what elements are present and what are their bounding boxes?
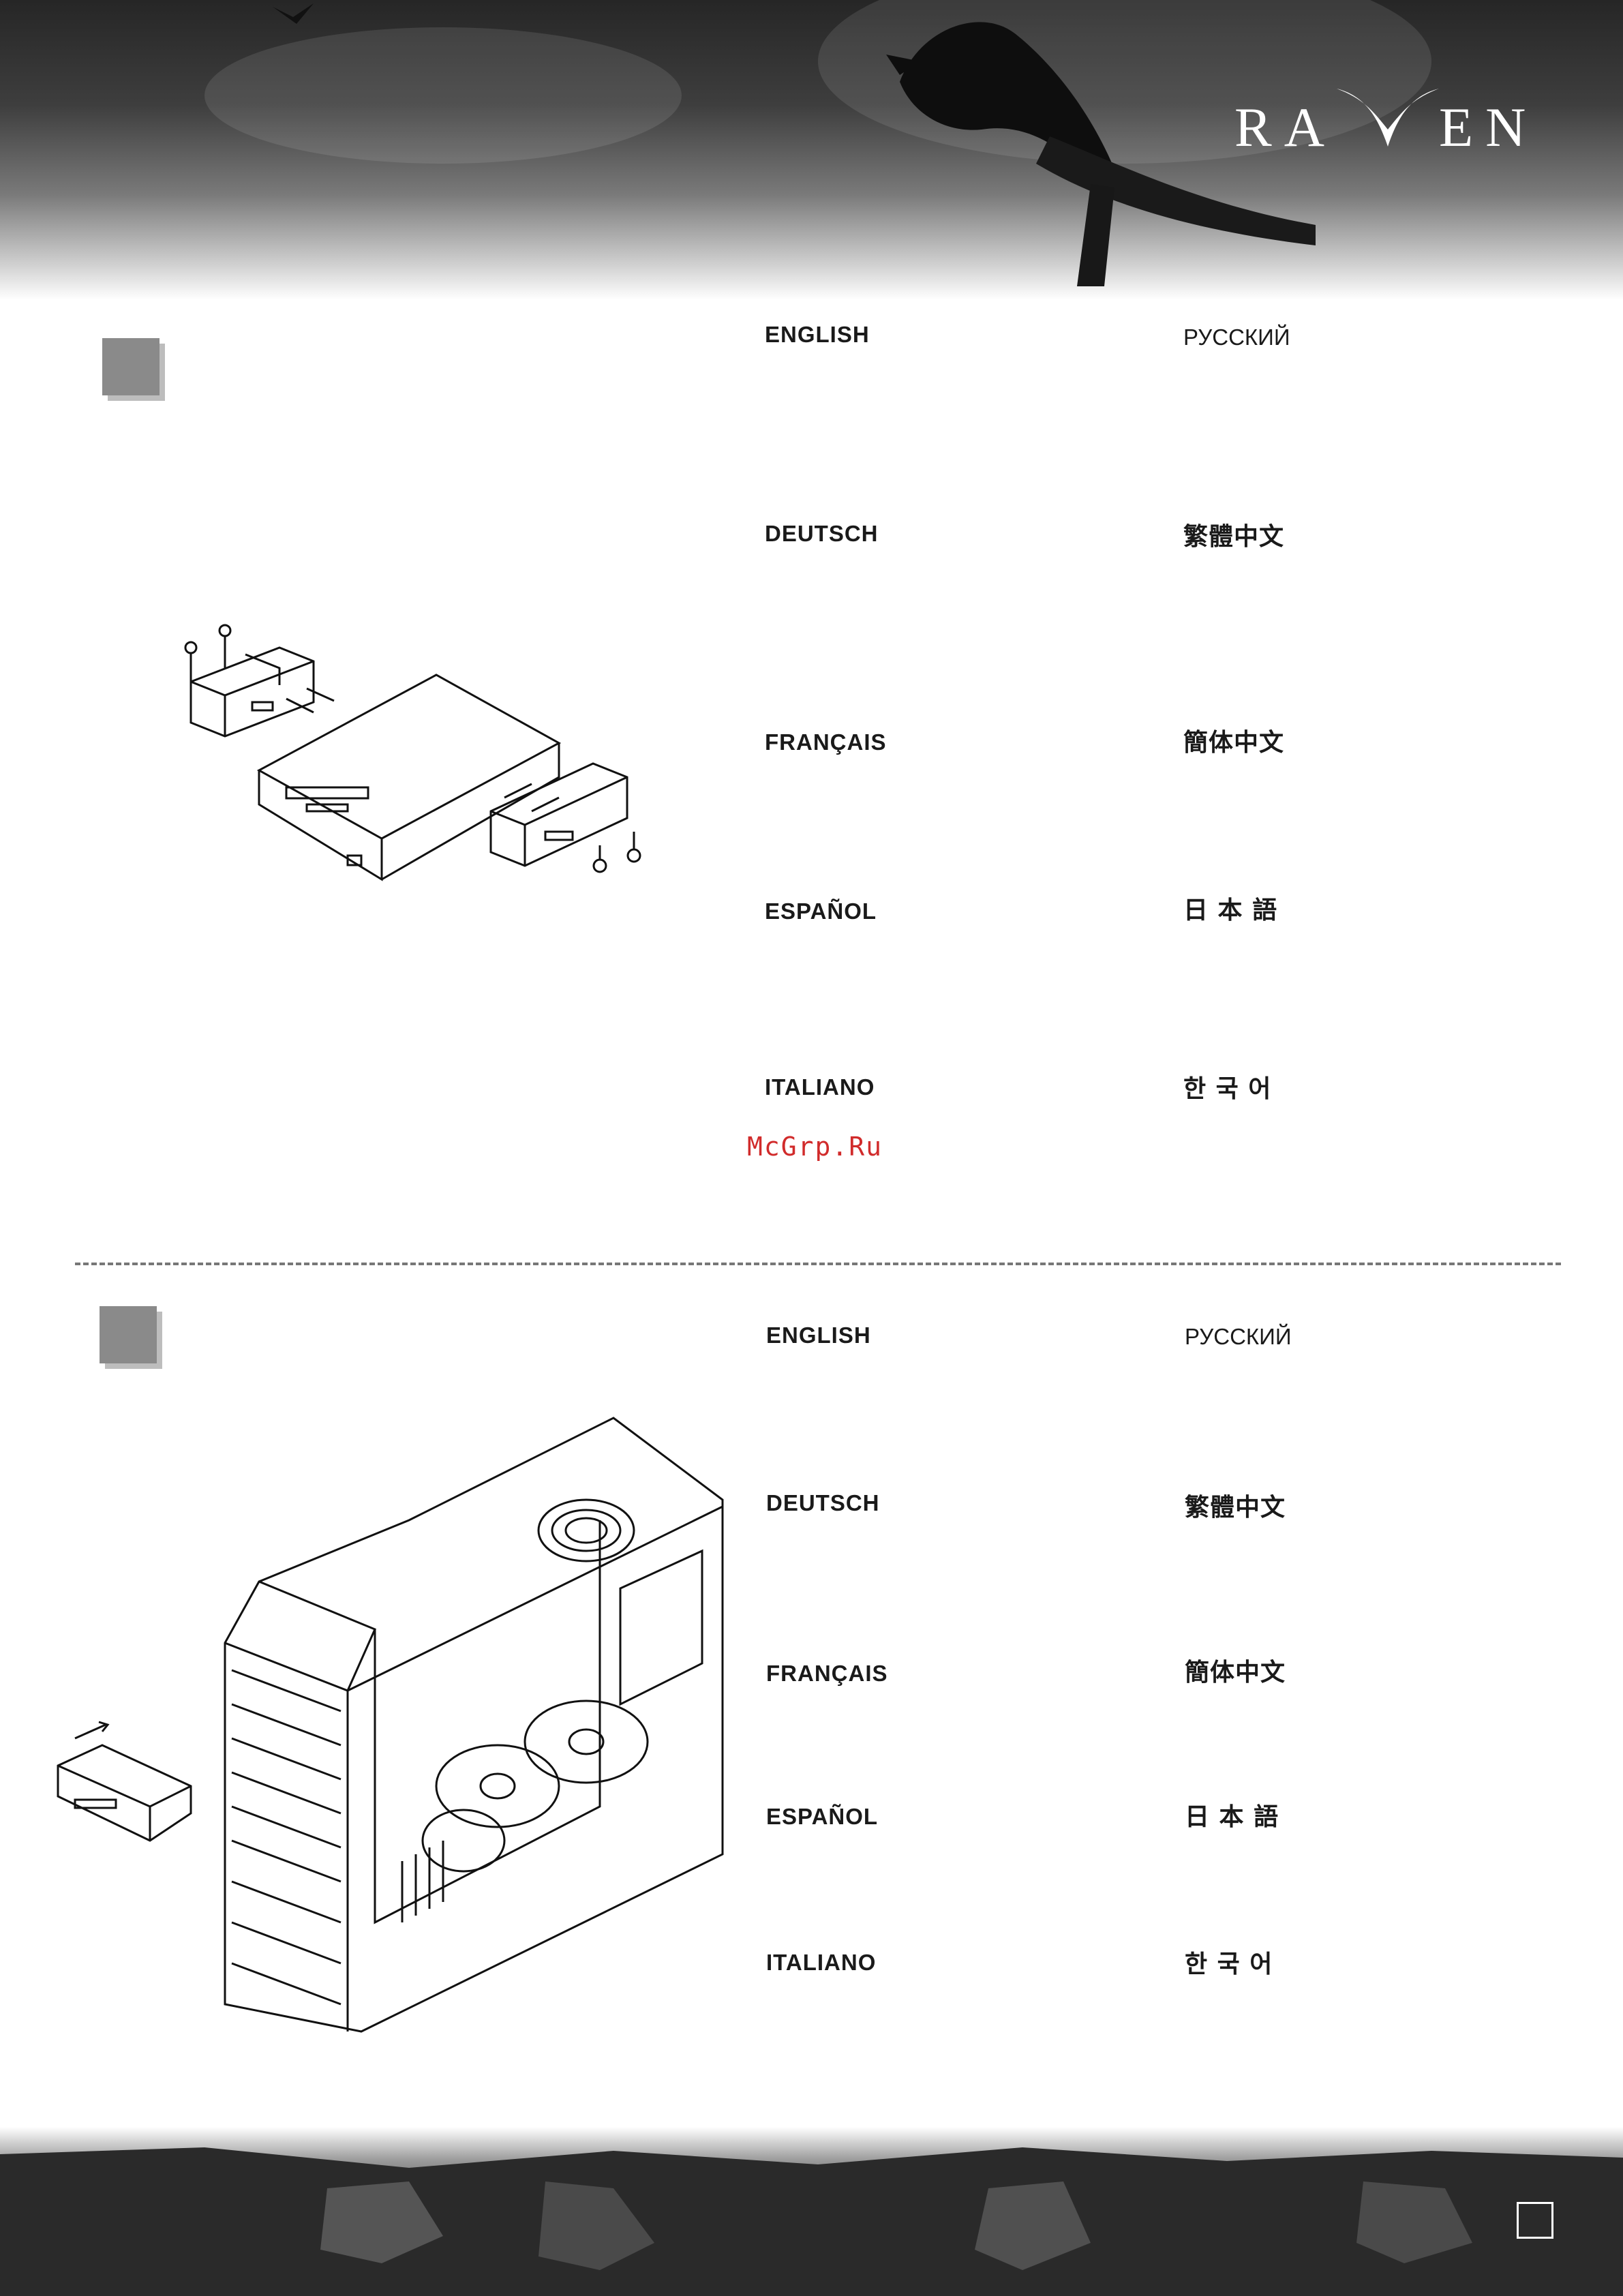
lang-korean: 한 국 어 xyxy=(1183,1069,1271,1104)
wing-logo-icon xyxy=(1337,75,1439,150)
logo-text-right: EN xyxy=(1439,95,1538,160)
lang-japanese: 日 本 語 xyxy=(1185,1797,1279,1832)
lang-traditional-chinese: 繁體中文 xyxy=(1185,1487,1286,1523)
lang-russian: РУССКИЙ xyxy=(1183,324,1290,350)
page-number-box xyxy=(1517,2202,1553,2239)
logo-text-left: RA xyxy=(1234,95,1337,160)
step-marker-2 xyxy=(100,1306,157,1363)
computer-case-illustration xyxy=(55,1404,736,2038)
lang-espanol: ESPAÑOL xyxy=(766,1804,878,1830)
header-banner: RA EN xyxy=(0,0,1623,300)
floppy-drive-illustration xyxy=(177,614,654,907)
cloud-decoration xyxy=(204,27,682,164)
lang-english: ENGLISH xyxy=(766,1323,871,1348)
lang-deutsch: DEUTSCH xyxy=(766,1490,880,1516)
bird-icon xyxy=(273,0,314,27)
lang-deutsch: DEUTSCH xyxy=(765,521,879,547)
footer-rocks xyxy=(0,2127,1623,2296)
lang-italiano: ITALIANO xyxy=(765,1074,875,1100)
lang-traditional-chinese: 繁體中文 xyxy=(1183,517,1284,552)
raven-logo: RA EN xyxy=(1234,75,1548,157)
step-marker-1 xyxy=(102,338,160,395)
lang-francais: FRANÇAIS xyxy=(765,729,887,755)
lang-korean: 한 국 어 xyxy=(1185,1944,1273,1980)
lang-espanol: ESPAÑOL xyxy=(765,898,877,924)
watermark: McGrp.Ru xyxy=(747,1132,883,1162)
rock-texture xyxy=(0,2127,1623,2296)
lang-english: ENGLISH xyxy=(765,322,870,348)
lang-simplified-chinese: 簡体中文 xyxy=(1183,723,1284,758)
lang-russian: РУССКИЙ xyxy=(1185,1324,1292,1350)
lang-francais: FRANÇAIS xyxy=(766,1661,888,1687)
section-divider xyxy=(75,1263,1561,1265)
lang-simplified-chinese: 簡体中文 xyxy=(1185,1652,1286,1688)
lang-japanese: 日 本 語 xyxy=(1183,890,1277,926)
lang-italiano: ITALIANO xyxy=(766,1950,876,1976)
